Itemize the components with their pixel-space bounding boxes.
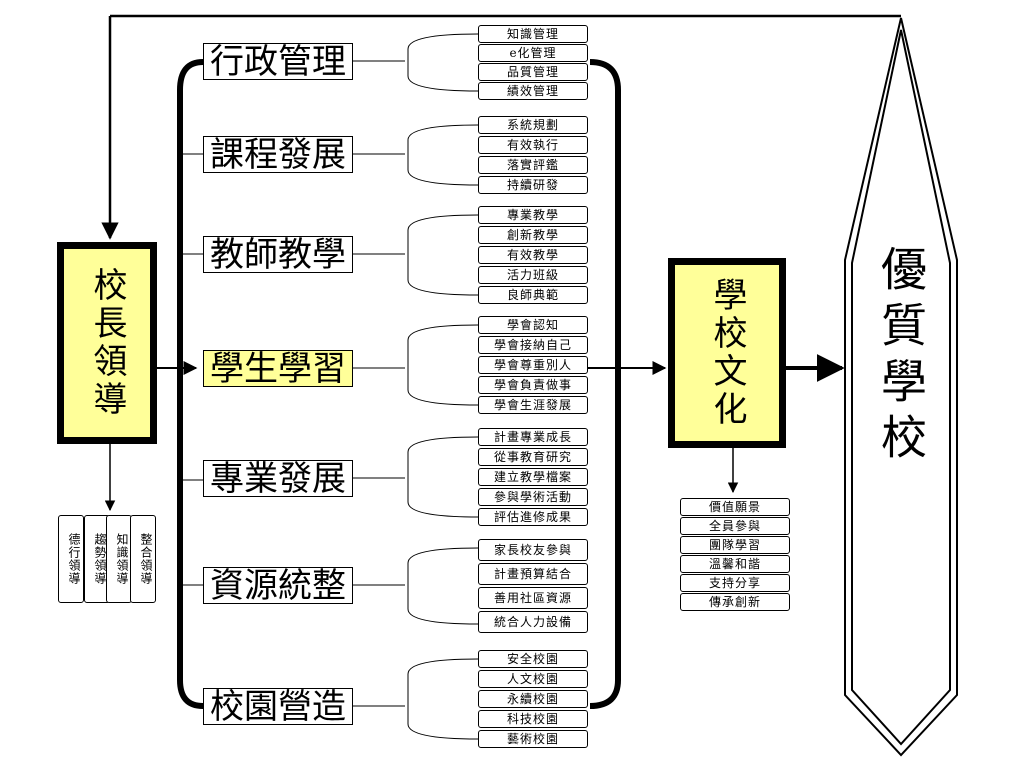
culture-item: 傳承創新 xyxy=(680,593,790,611)
items-bracket xyxy=(407,324,479,406)
area-box-learning: 學生學習 xyxy=(203,350,353,387)
culture-item: 價值願景 xyxy=(680,498,790,516)
principal-leadership-box: 校長領導 xyxy=(57,242,157,444)
area-label: 行政管理 xyxy=(210,41,346,82)
area-label: 學生學習 xyxy=(210,348,346,389)
area-box-resources: 資源統整 xyxy=(203,567,353,604)
culture-item: 團隊學習 xyxy=(680,536,790,554)
items-bracket xyxy=(407,124,479,186)
area-label: 專業發展 xyxy=(210,458,346,499)
area-box-professional: 專業發展 xyxy=(203,460,353,497)
area-item: 善用社區資源 xyxy=(478,587,588,609)
area-item: 學會接納自己 xyxy=(478,336,588,354)
items-bracket xyxy=(407,658,479,740)
area-item: 系統規劃 xyxy=(478,116,588,134)
area-item: 從事教育研究 xyxy=(478,448,588,466)
leadership-card: 德行領導 xyxy=(58,515,84,603)
area-item: 學會負責做事 xyxy=(478,376,588,394)
items-bracket xyxy=(407,547,479,625)
area-item: 學會尊重別人 xyxy=(478,356,588,374)
area-item: 品質管理 xyxy=(478,63,588,81)
area-box-campus: 校園營造 xyxy=(203,688,353,725)
goal-shape-outer xyxy=(844,17,958,757)
leadership-card: 趨勢領導 xyxy=(84,515,110,603)
area-label: 課程發展 xyxy=(210,134,346,175)
areas-left-bracket xyxy=(177,59,204,709)
area-item: 學會認知 xyxy=(478,316,588,334)
culture-item: 支持分享 xyxy=(680,574,790,592)
culture-item: 溫馨和諧 xyxy=(680,555,790,573)
area-item: 建立教學檔案 xyxy=(478,468,588,486)
school-culture-box: 學校文化 xyxy=(668,258,786,448)
area-item: 評估進修成果 xyxy=(478,508,588,526)
area-item: 科技校園 xyxy=(478,710,588,728)
area-item: 藝術校園 xyxy=(478,730,588,748)
area-label: 校園營造 xyxy=(210,686,346,727)
quality-school-label-wrap: 優質學校 xyxy=(870,245,932,475)
area-item: 知識管理 xyxy=(478,25,588,43)
area-item: 持續研發 xyxy=(478,176,588,194)
culture-item: 全員參與 xyxy=(680,517,790,535)
area-box-teaching: 教師教學 xyxy=(203,236,353,273)
area-box-admin: 行政管理 xyxy=(203,43,353,80)
area-item: 統合人力設備 xyxy=(478,611,588,633)
items-bracket xyxy=(407,33,479,92)
leadership-card: 整合領導 xyxy=(130,515,156,603)
items-right-bracket xyxy=(589,59,621,709)
area-item: 參與學術活動 xyxy=(478,488,588,506)
area-item: 良師典範 xyxy=(478,286,588,304)
area-item: 績效管理 xyxy=(478,82,588,100)
school-culture-label: 學校文化 xyxy=(707,277,747,429)
area-item: e化管理 xyxy=(478,44,588,62)
leadership-card: 知識領導 xyxy=(106,515,132,603)
area-item: 創新教學 xyxy=(478,226,588,244)
items-bracket xyxy=(407,214,479,296)
area-item: 家長校友參與 xyxy=(478,539,588,561)
area-item: 計畫專業成長 xyxy=(478,428,588,446)
area-item: 專業教學 xyxy=(478,206,588,224)
area-item: 永續校園 xyxy=(478,690,588,708)
area-item: 計畫預算結合 xyxy=(478,563,588,585)
area-label: 教師教學 xyxy=(210,234,346,275)
area-item: 有效執行 xyxy=(478,136,588,154)
area-label: 資源統整 xyxy=(210,565,346,606)
area-item: 有效教學 xyxy=(478,246,588,264)
area-item: 活力班級 xyxy=(478,266,588,284)
quality-school-label: 優質學校 xyxy=(874,245,928,469)
area-item: 學會生涯發展 xyxy=(478,396,588,414)
area-item: 安全校園 xyxy=(478,650,588,668)
area-item: 落實評鑑 xyxy=(478,156,588,174)
goal-shape-inner xyxy=(851,29,951,746)
area-item: 人文校園 xyxy=(478,670,588,688)
area-box-curriculum: 課程發展 xyxy=(203,136,353,173)
items-bracket xyxy=(407,436,479,518)
principal-leadership-label: 校長領導 xyxy=(87,267,127,419)
